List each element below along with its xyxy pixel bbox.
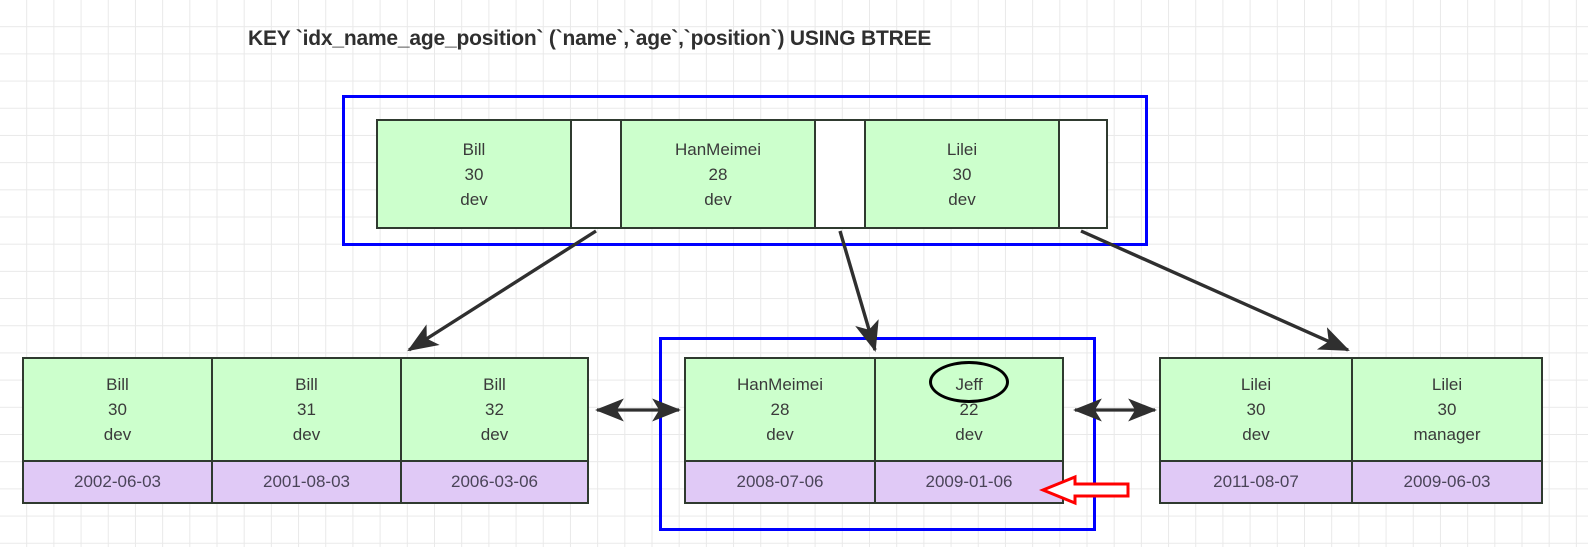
connector-root-p1-to-leaf-left [407, 229, 597, 352]
leaf-middle-entry-1-date: 2009-01-06 [876, 460, 1062, 502]
leaf-middle-entry-0-key: HanMeimei 28 dev [686, 359, 874, 460]
root-entry-0-age: 30 [464, 164, 484, 184]
leaf-middle-entry-1-name: Jeff [955, 375, 983, 394]
leaf-left-entry-1-key: Bill 31 dev [213, 359, 400, 460]
leaf-right-entry-0-key: Lilei 30 dev [1161, 359, 1351, 460]
root-entry-2[interactable]: Lilei 30 dev [864, 119, 1058, 229]
root-pointer-0[interactable] [570, 119, 620, 229]
leaf-left-entry-2-age: 32 [485, 400, 504, 419]
leaf-left-entry-0-key: Bill 30 dev [24, 359, 211, 460]
root-entry-2-name: Lilei [946, 139, 978, 159]
leaf-left-entry-0-date: 2002-06-03 [24, 460, 211, 502]
leaf-left-entry-2-name: Bill [483, 375, 506, 394]
leaf-right-entry-0-position: dev [1242, 425, 1270, 444]
leaf-right-entry-0[interactable]: Lilei 30 dev 2011-08-07 [1159, 357, 1351, 504]
leaf-middle-entry-0-position: dev [766, 425, 794, 444]
leaf-right-entry-1-name: Lilei [1431, 375, 1463, 394]
leaf-middle-entry-0-name: HanMeimei [737, 375, 823, 394]
red-callout-arrow [1039, 474, 1130, 506]
root-entry-1-name: HanMeimei [675, 139, 761, 159]
leaf-node-middle[interactable]: HanMeimei 28 dev 2008-07-06 Jeff 22 dev … [684, 357, 1064, 504]
leaf-left-entry-1-date: 2001-08-03 [213, 460, 400, 502]
leaf-left-entry-1-position: dev [292, 425, 321, 444]
leaf-node-left[interactable]: Bill 30 dev 2002-06-03 Bill 31 dev 2001-… [22, 357, 589, 504]
leaf-left-entry-1[interactable]: Bill 31 dev 2001-08-03 [211, 357, 400, 504]
leaf-left-entry-0[interactable]: Bill 30 dev 2002-06-03 [22, 357, 211, 504]
leaf-left-entry-2[interactable]: Bill 32 dev 2006-03-06 [400, 357, 589, 504]
root-pointer-2[interactable] [1058, 119, 1108, 229]
leaf-left-entry-2-date: 2006-03-06 [402, 460, 587, 502]
root-entry-0[interactable]: Bill 30 dev [376, 119, 570, 229]
leaf-right-entry-1-position: manager [1413, 425, 1481, 444]
leaf-left-entry-0-name: Bill [106, 375, 129, 394]
leaf-right-entry-1-age: 30 [1437, 400, 1457, 419]
leaf-left-entry-2-key: Bill 32 dev [402, 359, 587, 460]
leaf-middle-entry-1-age: 22 [959, 400, 979, 419]
page-title: KEY `idx_name_age_position` (`name`,`age… [248, 27, 932, 50]
leaf-left-entry-1-age: 31 [297, 400, 316, 419]
root-entry-1[interactable]: HanMeimei 28 dev [620, 119, 814, 229]
root-entry-2-position: dev [948, 189, 976, 209]
leaf-middle-entry-1[interactable]: Jeff 22 dev 2009-01-06 [874, 357, 1064, 504]
leaf-middle-entry-1-position: dev [955, 425, 983, 444]
leaf-left-entry-0-age: 30 [108, 400, 127, 419]
leaf-right-entry-1-date: 2009-06-03 [1353, 460, 1541, 502]
root-entry-0-name: Bill [462, 139, 486, 159]
leaf-right-entry-0-date: 2011-08-07 [1161, 460, 1351, 502]
leaf-right-entry-0-age: 30 [1246, 400, 1266, 419]
leaf-right-entry-0-name: Lilei [1240, 375, 1272, 394]
connector-root-p3-to-leaf-right [1080, 229, 1350, 352]
leaf-right-entry-1-key: Lilei 30 manager [1353, 359, 1541, 460]
selection-box-root[interactable] [342, 95, 1148, 246]
root-entry-2-age: 30 [952, 164, 972, 184]
root-entry-1-age: 28 [708, 164, 728, 184]
leaf-middle-entry-0-date: 2008-07-06 [686, 460, 874, 502]
leaf-left-entry-1-name: Bill [295, 375, 318, 394]
leaf-right-entry-1[interactable]: Lilei 30 manager 2009-06-03 [1351, 357, 1543, 504]
leaf-middle-entry-0[interactable]: HanMeimei 28 dev 2008-07-06 [684, 357, 874, 504]
connector-root-p2-to-leaf-middle [838, 230, 879, 352]
leaf-left-entry-2-position: dev [480, 425, 509, 444]
root-node[interactable]: Bill 30 dev HanMeimei 28 dev Lilei 30 de… [376, 119, 1108, 229]
root-pointer-1[interactable] [814, 119, 864, 229]
leaf-node-right[interactable]: Lilei 30 dev 2011-08-07 Lilei 30 manager… [1159, 357, 1543, 504]
root-entry-1-position: dev [704, 189, 732, 209]
root-entry-0-position: dev [460, 189, 488, 209]
leaf-left-entry-0-position: dev [103, 425, 132, 444]
leaf-middle-entry-0-age: 28 [770, 400, 790, 419]
